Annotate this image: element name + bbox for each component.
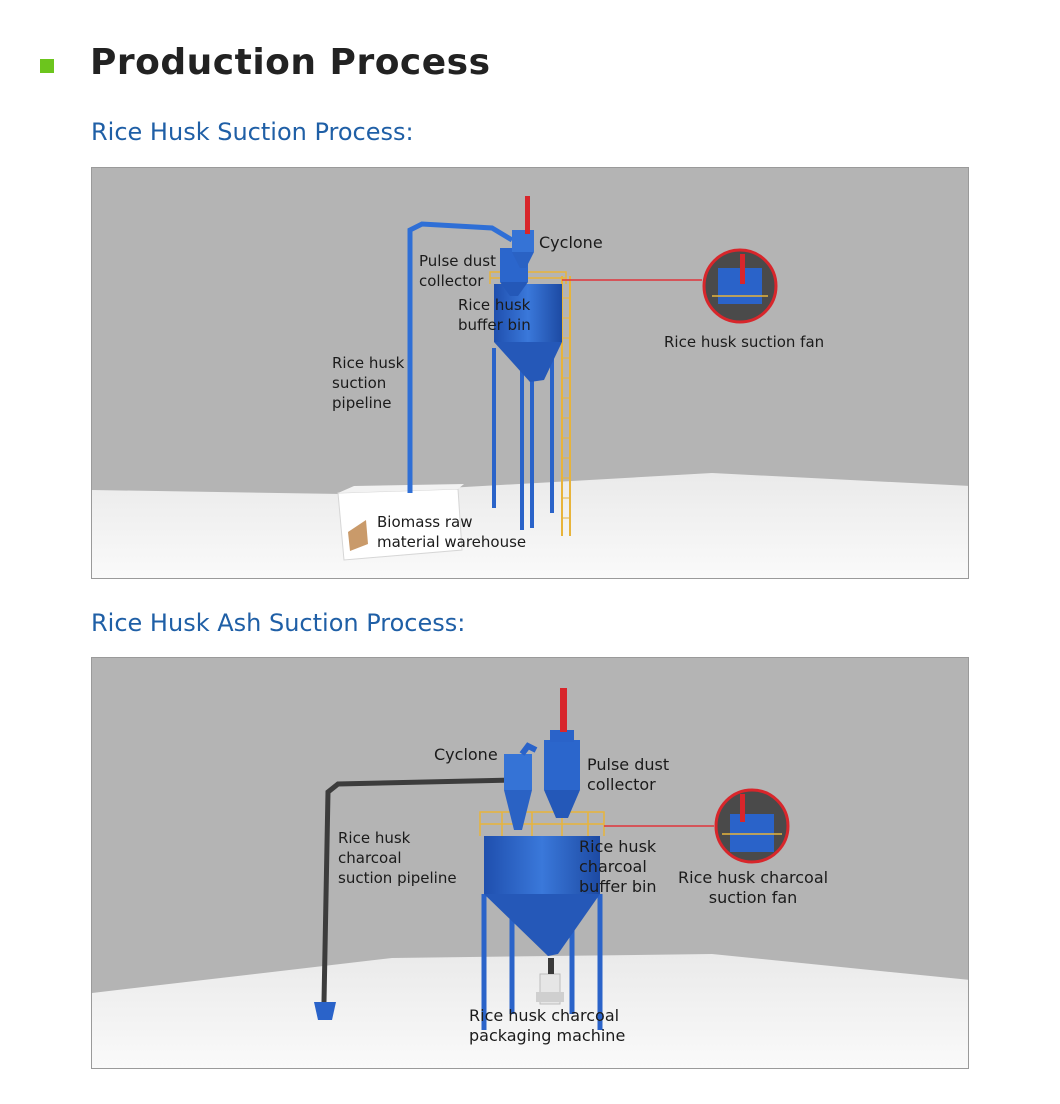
platform-railing [479,811,605,836]
pulse-dust-collector [544,730,580,818]
label-cyclone: Cyclone [434,745,498,764]
label-suction-fan: Rice husk charcoal suction fan [678,868,829,907]
cyclone [512,230,534,268]
label-cyclone: Cyclone [539,233,603,252]
buffer-bin [484,836,600,956]
cyclone [504,742,538,830]
diagram-husk-suction: Cyclone Pulse dust collector Rice husk b… [91,167,969,579]
label-pulse-dust-collector: Pulse dust collector [587,755,670,794]
floor [92,954,968,1068]
ash-suction-illustration [92,658,968,1068]
label-suction-fan: Rice husk suction fan [664,333,825,351]
exhaust-chimney [560,688,567,732]
buffer-bin [494,284,562,382]
pipeline-inlet [314,1002,336,1020]
magnifier-callout-icon [702,248,778,324]
exhaust-chimney [525,196,530,234]
header-square-icon [40,59,54,73]
magnifier-callout-icon [714,788,790,864]
label-warehouse: Biomass raw material warehouse [377,513,527,551]
warehouse-box [337,484,464,561]
label-buffer-bin: Rice husk buffer bin [458,296,531,334]
label-suction-pipeline: Rice husk suction pipeline [332,354,405,412]
label-packaging-machine: Rice husk charcoal packaging machine [469,1006,626,1045]
page-title: Production Process [90,42,491,83]
section-title-ash-suction: Rice Husk Ash Suction Process: [91,609,466,637]
husk-suction-pipeline [407,221,514,493]
section-title-husk-suction: Rice Husk Suction Process: [91,118,414,146]
label-pulse-dust-collector: Pulse dust collector [419,252,496,290]
ladder-rungs [562,297,570,519]
husk-suction-illustration [92,168,968,578]
diagram-ash-suction: Cyclone Pulse dust collector Rice husk c… [91,657,969,1069]
packaging-machine [536,958,564,1005]
label-buffer-bin: Rice husk charcoal buffer bin [579,837,657,896]
label-suction-pipeline: Rice husk charcoal suction pipeline [338,829,457,887]
